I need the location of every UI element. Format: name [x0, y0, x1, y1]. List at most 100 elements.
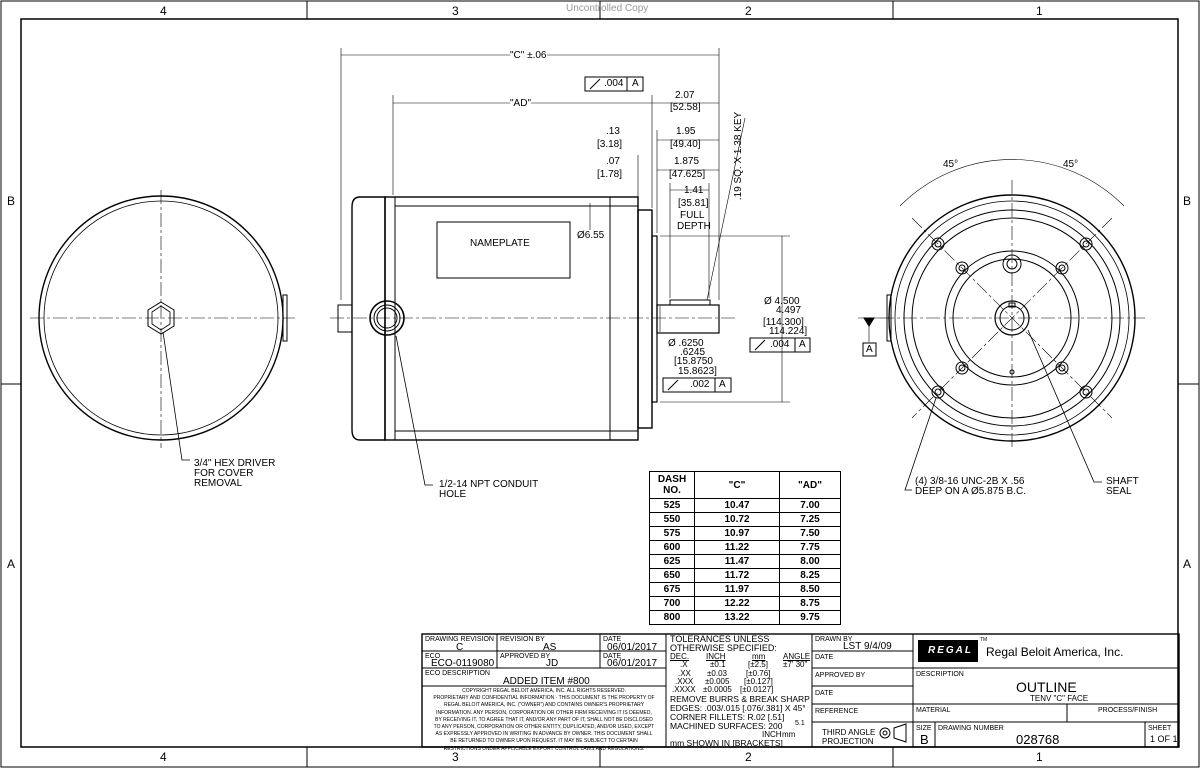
tol-inch: INCH	[706, 652, 726, 661]
note-npt-2: HOLE	[439, 489, 467, 500]
zone-bottom-3: 3	[452, 750, 459, 764]
datum-a: A	[866, 344, 873, 355]
shaft-dia-3: [15.8750	[674, 356, 713, 367]
dim-07-mm: [1.78]	[597, 169, 623, 180]
copyright-line: PROPRIETARY AND CONFIDENTIAL INFORMATION…	[433, 695, 655, 702]
copyright-line: RESTRICTIONS UNDER APPLICABLE EXPORT CON…	[443, 745, 645, 752]
revision-by: AS	[543, 642, 557, 653]
eco-number: ECO-0119080	[431, 658, 495, 669]
note-hex-3: REMOVAL	[194, 478, 243, 489]
dim-13: .13	[606, 126, 620, 137]
dim-1875-mm: [47.625]	[669, 169, 706, 180]
edges-note: EDGES: .003/.015 [.076/.381] X 45°	[670, 703, 806, 713]
dim-207: 2.07	[675, 90, 695, 101]
dash-cell: 550	[649, 512, 695, 527]
dash-cell: 700	[649, 596, 695, 611]
pilot-dia-1: Ø 4.500	[764, 296, 800, 307]
c-cell: 11.22	[694, 540, 780, 555]
dim-195: 1.95	[676, 126, 696, 137]
pilot-dia-4: 114.224]	[769, 326, 808, 337]
note-unc-2: DEEP ON A Ø5.875 B.C.	[915, 486, 1026, 497]
description-title: OUTLINE	[1016, 679, 1077, 695]
approved-by: JD	[546, 658, 559, 669]
sheet-value: 1 OF 1	[1150, 734, 1178, 744]
drawn-by: LST 9/4/09	[843, 641, 892, 652]
runout-2-datum: A	[799, 339, 806, 350]
size-value: B	[920, 732, 929, 747]
regal-logo: REGAL	[928, 645, 973, 656]
ad-cell: 7.50	[779, 526, 841, 541]
ad-cell: 7.00	[779, 498, 841, 513]
note-unc-1: (4) 3/8-16 UNC-2B X .56	[915, 476, 1025, 487]
c-cell: 11.72	[694, 568, 780, 583]
tol-xxx: .XXX	[675, 677, 694, 686]
front-view	[880, 159, 1145, 491]
process-label: PROCESS/FINISH	[1098, 707, 1158, 714]
runout-2-value: .004	[770, 339, 790, 350]
dim-depth: DEPTH	[677, 221, 711, 232]
tol-xx: .XX	[678, 669, 691, 678]
finish-value: 5.1	[795, 720, 805, 727]
projection-label: PROJECTION	[822, 737, 874, 746]
ad-cell: 7.25	[779, 512, 841, 527]
regal-logo-bg	[918, 640, 978, 662]
shaft-dia-4: 15.8623]	[678, 366, 717, 377]
copyright-line: INFORMATION. ANY PERSON, CORPORATION OR …	[436, 709, 652, 716]
dash-cell: 525	[649, 498, 695, 513]
copyright-line: AS EXPRESSLY APPROVED IN WRITING IN ADVA…	[435, 731, 653, 738]
approved-date-label: DATE	[603, 653, 622, 660]
side-view	[330, 48, 880, 486]
dash-cell: 650	[649, 568, 695, 583]
size-label: SIZE	[916, 725, 932, 732]
dim-655: Ø6.55	[577, 230, 605, 241]
zone-left-a: A	[7, 557, 16, 571]
reference-label: REFERENCE	[815, 708, 859, 715]
c-cell: 10.47	[694, 498, 780, 513]
zone-left-b: B	[7, 194, 16, 208]
finish-inch: INCH	[762, 730, 782, 739]
dim-ad: "AD"	[510, 98, 531, 109]
tol-x-inch: ±0.1	[710, 660, 726, 669]
shaft-dia-1: Ø .6250	[668, 338, 704, 349]
runout-3-value: .002	[690, 379, 710, 390]
dash-cell: 600	[649, 540, 695, 555]
c-cell: 11.47	[694, 554, 780, 569]
tol-mm: mm	[752, 652, 766, 661]
tol-xxxx-inch: ±0.0005	[703, 685, 732, 694]
shaft-dia-2: .6245	[680, 347, 706, 358]
copyright-line: TO ANY PERSON, CORPORATION OR OTHER ENTI…	[433, 724, 655, 731]
dim-1875: 1.875	[674, 156, 700, 167]
watermark: Uncontrolled Copy	[566, 3, 649, 14]
approved-date: 06/01/2017	[607, 658, 658, 669]
drawn-date-label: DATE	[815, 654, 834, 661]
ad-cell: 9.75	[779, 610, 841, 625]
tol-xxxx: .XXXX	[672, 685, 696, 694]
note-seal-2: SEAL	[1106, 486, 1132, 497]
c-header: "C"	[694, 471, 780, 499]
dash-header: DASH NO.	[649, 471, 695, 499]
pilot-dia-3: [114.300]	[763, 317, 804, 328]
drawing-number: 028768	[1016, 732, 1060, 747]
zone-right-a: A	[1183, 557, 1192, 571]
tol-x: .X	[680, 660, 688, 669]
zone-bottom-4: 4	[160, 750, 167, 764]
dim-13-mm: [3.18]	[597, 139, 623, 150]
finish-mm: mm	[782, 730, 796, 739]
zone-bottom-1: 1	[1036, 750, 1043, 764]
key-note: .19 SQ. X 1.38 KEY	[733, 111, 745, 201]
c-cell: 10.97	[694, 526, 780, 541]
zone-top-4: 4	[160, 4, 167, 18]
zone-bottom-2: 2	[745, 750, 752, 764]
angle-2: 45°	[1063, 159, 1079, 170]
tol-x-mm: [±2.5]	[748, 660, 768, 669]
mm-shown-note: mm SHOWN IN [BRACKETS]	[670, 738, 783, 748]
dim-full: FULL	[680, 210, 705, 221]
dash-cell: 625	[649, 554, 695, 569]
dash-cell: 575	[649, 526, 695, 541]
